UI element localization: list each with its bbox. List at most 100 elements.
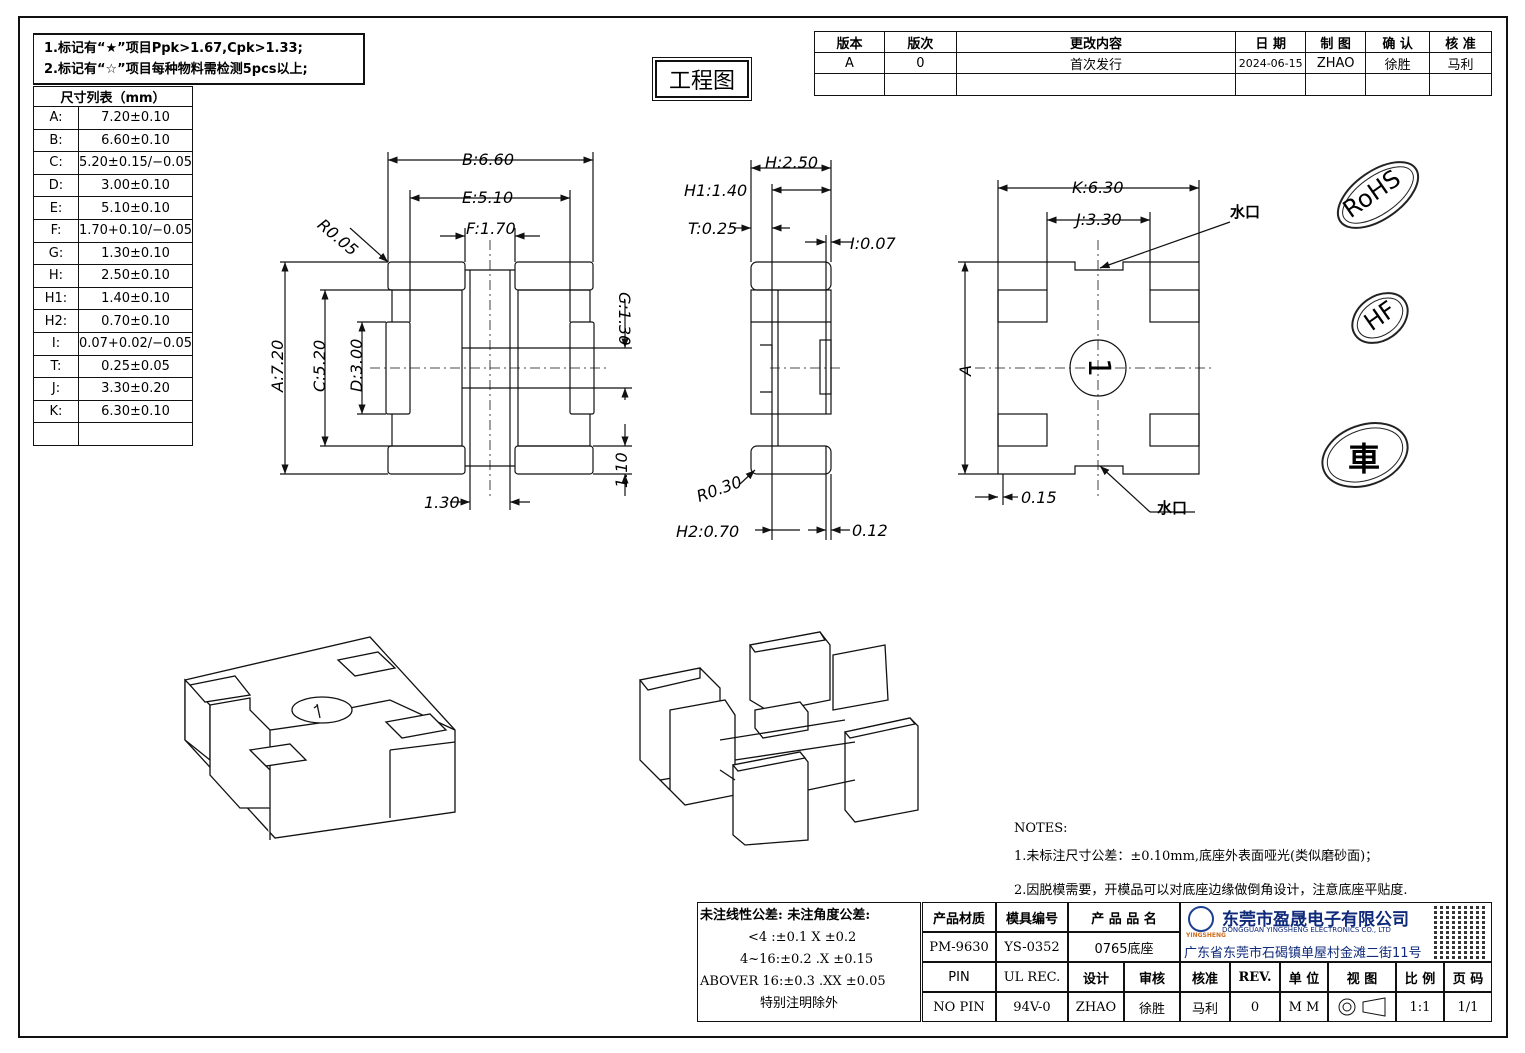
dim-label-b: B:6.60 — [462, 150, 514, 169]
tb-rev: 0 — [1230, 992, 1280, 1022]
dim-label-t: T:0.25 — [688, 219, 738, 238]
dim-label-c: C:5.20 — [310, 339, 329, 392]
projection-symbol-icon — [1328, 992, 1396, 1022]
rev-date: 2024-06-15 — [1235, 52, 1307, 74]
projection-symbol-svg — [1338, 997, 1386, 1017]
tb-ul-label: UL REC. — [996, 962, 1068, 992]
company-name: 东莞市盈晟电子有限公司 — [1222, 910, 1409, 930]
dim-value: 0.70±0.10 — [77, 309, 194, 333]
drawing-frame — [18, 16, 1508, 1038]
dim-label-a-plain: A — [956, 365, 975, 376]
dim-label-a: A:7.20 — [268, 339, 287, 392]
dim-value: 6.30±0.10 — [77, 399, 194, 424]
top-view — [370, 240, 610, 500]
dim-label-d: D:3.00 — [347, 338, 366, 392]
dimension-table-title: 尺寸列表（mm） — [33, 86, 193, 107]
tolerance-head: 未注线性公差: 未注角度公差: — [700, 908, 871, 923]
header-notes: 1.标记有“★”项目Ppk>1.67,Cpk>1.33; 2.标记有“☆”项目每… — [33, 33, 365, 85]
pin1-mark: 1 — [1081, 357, 1117, 378]
tb-material: PM-9630 — [922, 932, 996, 962]
tb-view-label: 视 图 — [1328, 962, 1396, 992]
tb-unit: M M — [1280, 992, 1328, 1022]
tb-product-label: 产 品 品 名 — [1068, 902, 1180, 932]
tolerance-block: 未注线性公差: 未注角度公差: <4 :±0.1 X ±0.2 4~16:±0.… — [700, 905, 916, 1015]
dim-label-k: K:6.30 — [1072, 178, 1124, 197]
tb-mold: YS-0352 — [996, 932, 1068, 962]
tb-pin-label: PIN — [922, 962, 996, 992]
tb-company-box — [1180, 902, 1492, 962]
tb-design-label: 设计 — [1068, 962, 1124, 992]
tolerance-box — [697, 902, 921, 1022]
dim-label-110: 1.10 — [612, 452, 631, 488]
drawing-title-box: 工程图 — [652, 57, 752, 101]
dim-value: 0.07+0.02/−0.05 — [77, 331, 194, 356]
dim-value — [77, 422, 194, 446]
dim-value: 5.10±0.10 — [77, 196, 194, 220]
tb-page-label: 页 码 — [1444, 962, 1492, 992]
company-address: 广东省东莞市石碣镇单屋村金滩二街11号 — [1184, 946, 1422, 961]
gate-label-bottom: 水口 — [1157, 499, 1188, 517]
tb-scale: 1:1 — [1396, 992, 1444, 1022]
tb-unit-label: 单 位 — [1280, 962, 1328, 992]
dim-label-012: 0.12 — [852, 521, 888, 540]
rev-header-date: 日 期 — [1235, 31, 1307, 53]
tb-material-label: 产品材质 — [922, 902, 996, 932]
notes: NOTES: 1.未标注尺寸公差：±0.10mm,底座外表面哑光(类似磨砂面)；… — [1014, 815, 1408, 905]
note-2: 2.因脱模需要，开模品可以对底座边缘做倒角设计，注意底座平贴度. — [1014, 883, 1408, 898]
qr-code-pattern — [1434, 905, 1488, 959]
company-logo-icon — [1188, 906, 1214, 932]
rev-header-drawn: 制 图 — [1305, 31, 1367, 53]
dim-label-015: 0.15 — [1021, 488, 1057, 507]
dim-label-i: I:0.07 — [850, 234, 896, 253]
drawing-title: 工程图 — [668, 69, 735, 94]
company-name-en: DONGGUAN YINGSHENG ELECTRONICS CO., LTD — [1222, 926, 1391, 934]
dim-label-h2: H2:0.70 — [676, 522, 740, 541]
dim-key: C: — [33, 151, 79, 175]
tb-review-label: 审核 — [1124, 962, 1180, 992]
tb-scale-label: 比 例 — [1396, 962, 1444, 992]
tb-rev-label: REV. — [1230, 962, 1280, 992]
bottom-view — [975, 240, 1215, 500]
dim-label-130: 1.30 — [424, 493, 460, 512]
dim-label-h1: H1:1.40 — [684, 181, 748, 200]
tolerance-line-3: ABOVER 16:±0.3 .XX ±0.05 — [700, 974, 886, 989]
dim-value: 1.30±0.10 — [77, 241, 194, 266]
tb-ul: 94V-0 — [996, 992, 1068, 1022]
dim-label-g: G:1.30 — [615, 292, 634, 346]
tb-approver: 马利 — [1180, 992, 1230, 1022]
vehicle-stamp: 車 — [1348, 440, 1381, 478]
dim-label-h: H:2.50 — [765, 153, 819, 172]
tb-mold-label: 模具编号 — [996, 902, 1068, 932]
gate-label-top: 水口 — [1230, 203, 1261, 221]
header-note-1: 1.标记有“★”项目Ppk>1.67,Cpk>1.33; — [44, 41, 303, 56]
dim-value: 3.30±0.20 — [77, 377, 194, 401]
rev-header-confirm: 确 认 — [1365, 31, 1431, 53]
dim-value: 3.00±0.10 — [77, 173, 194, 198]
isometric-view-bottom — [184, 636, 456, 840]
dim-label-e: E:5.10 — [462, 188, 514, 207]
header-note-2: 2.标记有“☆”项目每种物料需检测5pcs以上; — [44, 62, 308, 77]
dim-value: 0.25±0.05 — [77, 354, 194, 379]
company-logo-text: YINGSHENG — [1186, 932, 1226, 939]
side-view — [750, 261, 840, 475]
dimension-table: 尺寸列表（mm） A:7.20±0.10 B:6.60±0.10 C:5.20±… — [33, 86, 194, 446]
dim-label-j: J:3.30 — [1076, 210, 1122, 229]
note-1: 1.未标注尺寸公差：±0.10mm,底座外表面哑光(类似磨砂面)； — [1014, 849, 1379, 864]
rev-approve: 马利 — [1429, 52, 1492, 74]
tolerance-line-1: <4 :±0.1 X ±0.2 — [748, 930, 857, 945]
dim-label-f: F:1.70 — [466, 219, 516, 238]
tb-product: 0765底座 — [1068, 932, 1180, 962]
tb-approve-label: 核准 — [1180, 962, 1230, 992]
tb-reviewer: 徐胜 — [1124, 992, 1180, 1022]
tb-designer: ZHAO — [1068, 992, 1124, 1022]
dim-value: 5.20±0.15/−0.05 — [77, 151, 194, 175]
isometric-view-top — [638, 631, 919, 846]
stamps — [1321, 161, 1420, 488]
tolerance-line-2: 4~16:±0.2 .X ±0.15 — [740, 952, 874, 967]
tb-pin: NO PIN — [922, 992, 996, 1022]
dim-key: D: — [33, 173, 79, 198]
tolerance-foot: 特别注明除外 — [760, 996, 839, 1011]
revision-table: 版本 版次 更改内容 日 期 制 图 确 认 核 准 A 0 首次发行 2024… — [814, 31, 1492, 96]
tb-page: 1/1 — [1444, 992, 1492, 1022]
